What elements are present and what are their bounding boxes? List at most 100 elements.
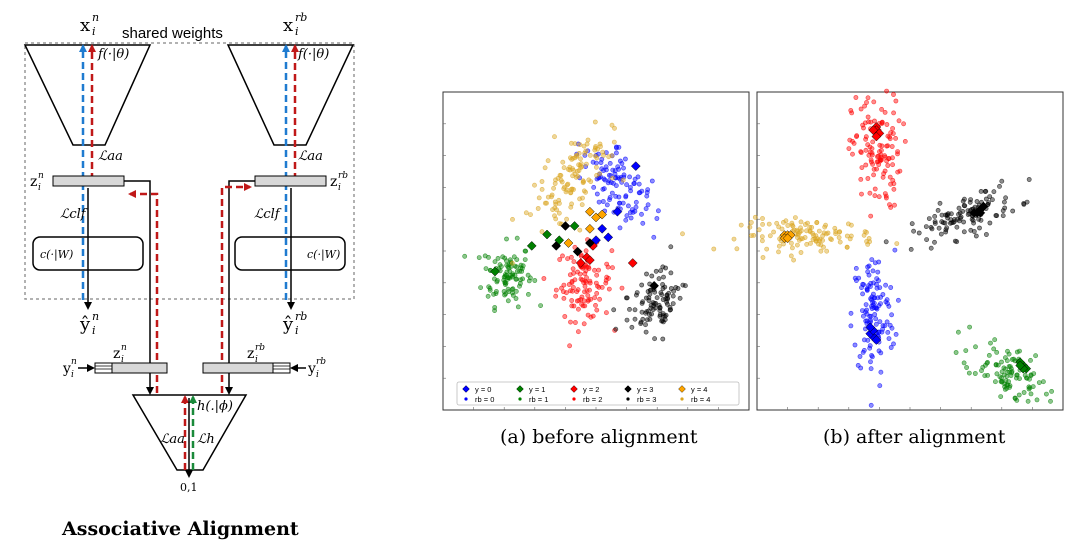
rb-point-class-1 xyxy=(513,288,519,294)
rb-point-class-4 xyxy=(798,225,803,231)
rb-point-class-4 xyxy=(587,152,593,158)
rb-point-class-2 xyxy=(893,135,898,141)
scatter-before xyxy=(462,119,688,349)
rb-point-class-1 xyxy=(505,298,511,304)
rb-point-class-2 xyxy=(585,293,591,298)
rb-point-class-4 xyxy=(816,241,821,247)
rb-point-class-2 xyxy=(561,295,567,301)
novel-point-class-0 xyxy=(597,223,607,234)
rb-point-class-2 xyxy=(890,131,896,136)
rb-point-class-0 xyxy=(605,180,611,186)
rb-point-class-0 xyxy=(876,259,882,265)
rb-point-class-0 xyxy=(614,150,619,156)
rb-point-class-2 xyxy=(605,264,611,270)
rb-point-class-0 xyxy=(864,287,870,293)
rb-point-class-0 xyxy=(873,316,879,322)
rb-point-class-0 xyxy=(643,206,649,212)
novel-point-class-2 xyxy=(627,258,638,268)
rb-point-class-0 xyxy=(864,318,870,324)
rb-point-class-4 xyxy=(558,173,564,178)
rb-point-class-3 xyxy=(961,219,966,225)
rb-point-class-2 xyxy=(854,133,860,139)
rb-point-class-2 xyxy=(584,288,590,294)
rb-point-class-2 xyxy=(876,162,882,167)
rb-point-class-1 xyxy=(492,259,498,265)
legend-item: rb = 0 xyxy=(464,395,494,404)
rb-point-class-3 xyxy=(644,309,649,315)
legend-marker-diamond xyxy=(624,385,632,393)
rb-point-class-3 xyxy=(997,183,1002,189)
rb-point-class-1 xyxy=(999,359,1004,365)
rb-point-class-4 xyxy=(539,186,545,192)
rb-point-class-2 xyxy=(893,98,899,104)
rb-point-class-2 xyxy=(864,100,869,105)
rb-point-class-2 xyxy=(863,136,868,142)
left-red-route xyxy=(128,190,159,393)
rb-point-class-1 xyxy=(513,296,519,301)
rb-point-class-2 xyxy=(895,151,900,157)
rb-point-class-4 xyxy=(802,235,808,240)
rb-point-class-2 xyxy=(859,165,865,170)
rb-point-class-3 xyxy=(668,286,674,291)
rb-point-class-2 xyxy=(882,168,888,174)
rb-point-class-2 xyxy=(846,146,852,151)
rb-point-class-4 xyxy=(821,244,826,250)
rb-point-class-3 xyxy=(952,238,958,244)
rb-point-class-4 xyxy=(847,236,853,242)
rb-point-class-2 xyxy=(866,119,871,125)
rb-point-class-2 xyxy=(887,202,892,207)
rb-point-class-0 xyxy=(884,319,890,325)
rb-point-class-4 xyxy=(807,224,813,230)
rb-point-class-1 xyxy=(953,350,959,355)
novel-point-class-4 xyxy=(597,209,607,220)
rb-point-class-4 xyxy=(824,231,829,237)
rb-point-class-0 xyxy=(886,336,892,341)
rb-point-class-1 xyxy=(1033,353,1038,359)
rb-point-class-1 xyxy=(994,349,1000,355)
rb-point-class-4 xyxy=(553,177,558,183)
rb-point-class-4 xyxy=(774,220,780,226)
svg-text:rb: rb xyxy=(316,357,326,367)
rb-point-class-4 xyxy=(544,200,549,206)
rb-point-class-0 xyxy=(600,186,606,192)
novel-point-class-2 xyxy=(585,255,595,266)
rb-point-class-2 xyxy=(593,280,599,286)
rb-point-class-4 xyxy=(609,122,615,128)
rb-point-class-1 xyxy=(491,291,496,297)
rb-point-class-3 xyxy=(957,210,963,216)
rb-point-class-0 xyxy=(876,303,882,309)
rb-point-class-4 xyxy=(552,134,557,140)
rb-point-class-2 xyxy=(593,302,598,308)
svg-text:rb: rb xyxy=(338,171,348,181)
rb-point-class-2 xyxy=(871,99,877,105)
rb-point-class-2 xyxy=(597,296,602,302)
rb-point-class-0 xyxy=(599,166,605,172)
rb-point-class-3 xyxy=(660,313,666,319)
rb-point-class-0 xyxy=(649,178,655,184)
rb-point-class-4 xyxy=(582,150,588,156)
rb-point-class-0 xyxy=(636,190,642,196)
rb-point-class-0 xyxy=(596,199,602,205)
rb-point-class-4 xyxy=(553,216,559,222)
rb-point-class-2 xyxy=(609,248,615,254)
rb-point-class-4 xyxy=(510,216,515,222)
rb-point-class-0 xyxy=(852,275,858,281)
rb-point-class-0 xyxy=(868,280,874,286)
rb-point-class-2 xyxy=(567,343,572,349)
rb-point-class-0 xyxy=(609,190,615,196)
rb-point-class-4 xyxy=(798,250,804,255)
rb-point-class-2 xyxy=(858,149,864,155)
rb-point-class-1 xyxy=(503,280,509,286)
rb-point-class-2 xyxy=(897,168,903,174)
rb-point-class-1 xyxy=(992,337,998,343)
rb-point-class-0 xyxy=(872,312,878,317)
rb-point-class-1 xyxy=(518,277,523,283)
rb-point-class-4 xyxy=(785,223,791,228)
rb-point-class-0 xyxy=(888,345,894,350)
rb-point-class-0 xyxy=(623,193,629,199)
shared-weights-label: shared weights xyxy=(122,25,223,42)
rb-point-class-1 xyxy=(1002,381,1008,387)
rb-point-class-4 xyxy=(776,249,781,255)
rb-point-class-4 xyxy=(542,165,548,171)
right-classifier-box xyxy=(234,236,346,271)
